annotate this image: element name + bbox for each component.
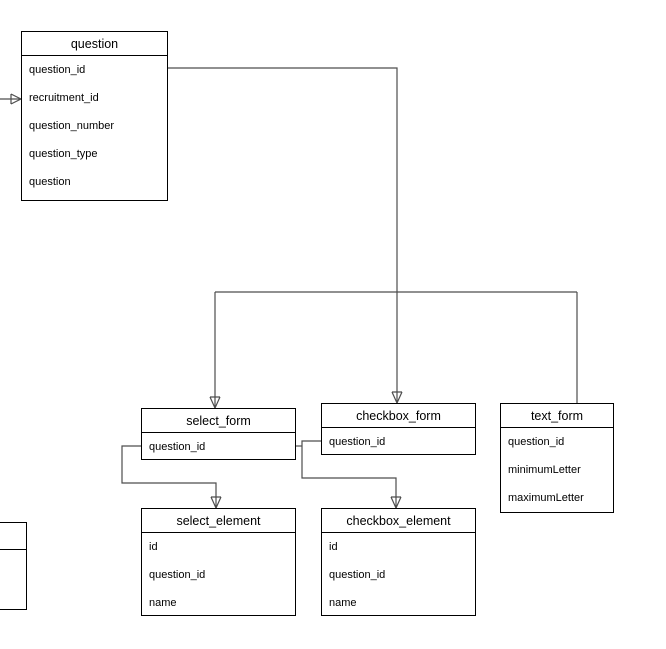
entity-title: select_form [142,409,295,433]
attribute-row: recruitment_id [29,92,99,104]
attribute-list: id question_id name [322,533,475,617]
attribute-row: question_id [149,441,206,453]
attribute-row: name [149,597,177,609]
attribute-row: question_id [149,569,206,581]
entity-title: select_element [142,509,295,533]
attribute-list: question_id [322,428,475,456]
attribute-list: question_id minimumLetter maximumLetter [501,428,613,512]
attribute-row: question_id [329,436,386,448]
attribute-list [0,550,26,578]
entity-question[interactable]: question question_id recruitment_id ques… [21,31,168,201]
attribute-list: id question_id name [142,533,295,617]
crows-foot-marker [391,391,403,404]
entity-clipped-left[interactable] [0,522,27,610]
attribute-row: question_number [29,120,115,132]
attribute-row: question_id [29,64,86,76]
relationship-bus-to-checkbox-form [391,292,403,404]
attribute-row: id [149,541,158,553]
entity-select-form[interactable]: select_form question_id [141,408,296,460]
entity-checkbox-form[interactable]: checkbox_form question_id [321,403,476,455]
attribute-row: minimumLetter [508,464,581,476]
entity-title: question [22,32,167,56]
attribute-row: question_type [29,148,98,160]
crows-foot-marker [209,396,221,409]
entity-select-element[interactable]: select_element id question_id name [141,508,296,616]
attribute-row [0,550,26,578]
attribute-list: question_id [142,433,295,461]
relationship-bus-to-select-form [209,292,221,409]
attribute-row: id [329,541,338,553]
entity-title: text_form [501,404,613,428]
relationship-question-to-offscreen-left [0,93,22,105]
crows-foot-marker [10,93,22,105]
relationship-question-bus [168,67,398,292]
crows-foot-marker [210,496,222,509]
entity-title: checkbox_element [322,509,475,533]
entity-checkbox-element[interactable]: checkbox_element id question_id name [321,508,476,616]
attribute-row: maximumLetter [508,492,584,504]
entity-title [0,523,26,550]
entity-title: checkbox_form [322,404,475,428]
entity-text-form[interactable]: text_form question_id minimumLetter maxi… [500,403,614,513]
attribute-row: question_id [329,569,386,581]
attribute-row: name [329,597,357,609]
attribute-list: question_id recruitment_id question_numb… [22,56,167,196]
crows-foot-marker [390,496,402,509]
attribute-row: question [29,176,71,188]
attribute-row: question_id [508,436,565,448]
